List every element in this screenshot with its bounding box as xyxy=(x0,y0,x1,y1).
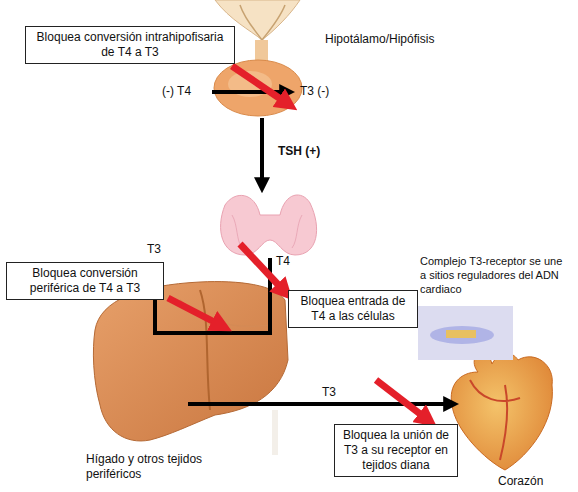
note-box: Bloquea entrada de T4 a las células xyxy=(288,290,418,328)
diagram-label: T3 (-) xyxy=(300,84,329,99)
diagram-label: Hipotálamo/Hipófisis xyxy=(325,32,434,47)
note-box: Bloquea conversión periférica de T4 a T3 xyxy=(6,262,164,300)
receptor-image xyxy=(418,306,513,360)
diagram-label: T4 xyxy=(276,254,290,269)
diagram-label: TSH (+) xyxy=(278,144,320,159)
box-text: Bloquea conversión periférica de T4 a T3 xyxy=(13,266,157,296)
block-arrows xyxy=(168,66,428,420)
box-text: Bloquea entrada de T4 a las células xyxy=(295,294,411,324)
diagram-label: T3 xyxy=(147,242,161,257)
box-text: Bloquea la unión de T3 a su receptor en … xyxy=(341,428,451,473)
diagram-label: Corazón xyxy=(498,474,543,489)
note-box: Bloquea conversión intrahipofisaria de T… xyxy=(25,26,235,64)
diagram-label: Hígado y otros tejidos periféricos xyxy=(86,452,226,482)
thyroid-drawing xyxy=(221,195,317,255)
liver-drawing xyxy=(93,282,288,455)
diagram-label: (-) T4 xyxy=(162,84,191,99)
pathway-arrows xyxy=(155,92,452,404)
diagram-label: Complejo T3-receptor se une a sitios reg… xyxy=(420,254,570,296)
note-box: Bloquea la unión de T3 a su receptor en … xyxy=(334,424,458,477)
box-text: Bloquea conversión intrahipofisaria de T… xyxy=(32,30,228,60)
diagram-label: T3 xyxy=(322,385,336,400)
